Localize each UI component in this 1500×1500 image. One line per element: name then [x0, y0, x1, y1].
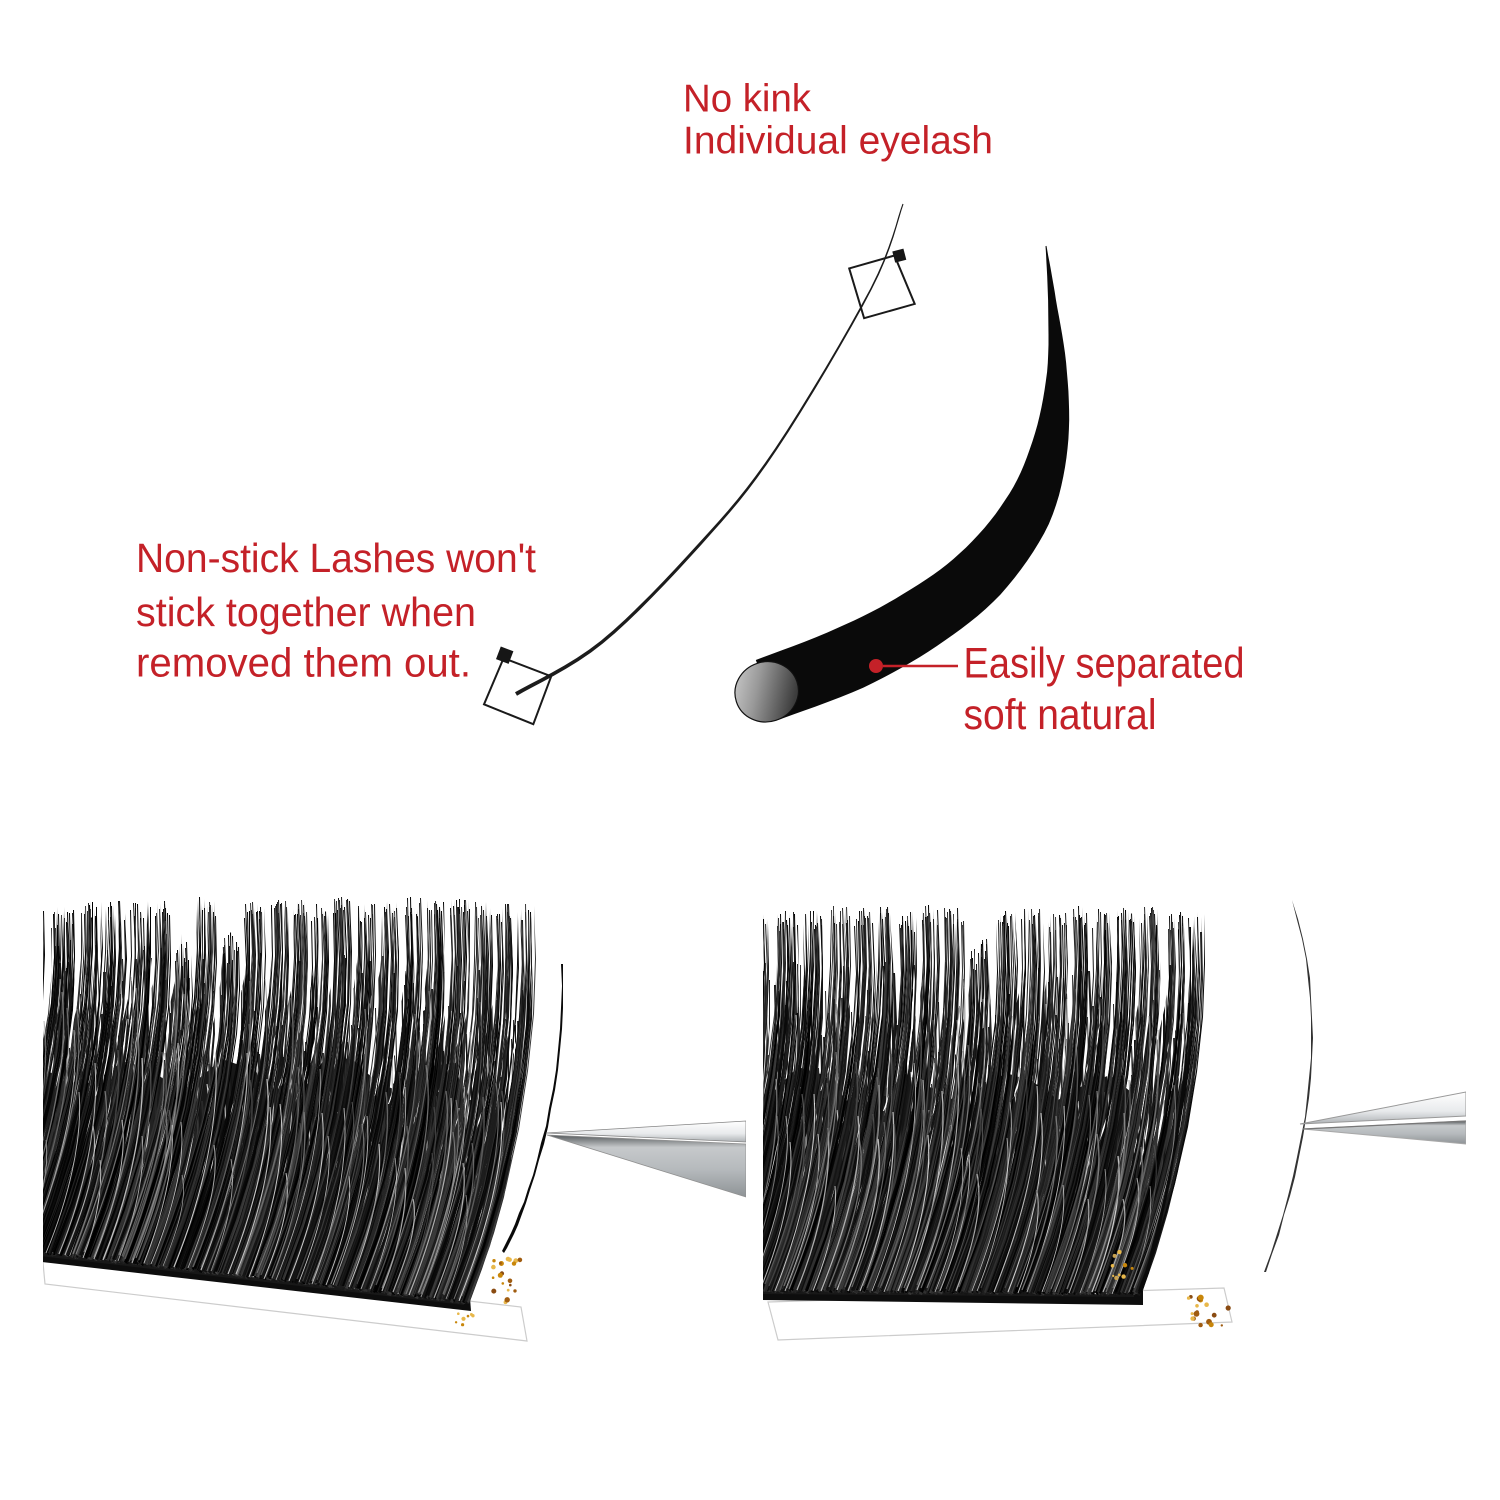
svg-text:stick together when: stick together when — [136, 589, 476, 635]
svg-text:Easily separated: Easily separated — [964, 641, 1245, 688]
svg-text:Non-stick Lashes won't: Non-stick Lashes won't — [136, 535, 536, 581]
svg-text:soft natural: soft natural — [964, 692, 1157, 739]
svg-text:removed them out.: removed them out. — [136, 640, 471, 686]
svg-text:No kink: No kink — [683, 78, 811, 121]
svg-text:Individual eyelash: Individual eyelash — [683, 119, 993, 162]
